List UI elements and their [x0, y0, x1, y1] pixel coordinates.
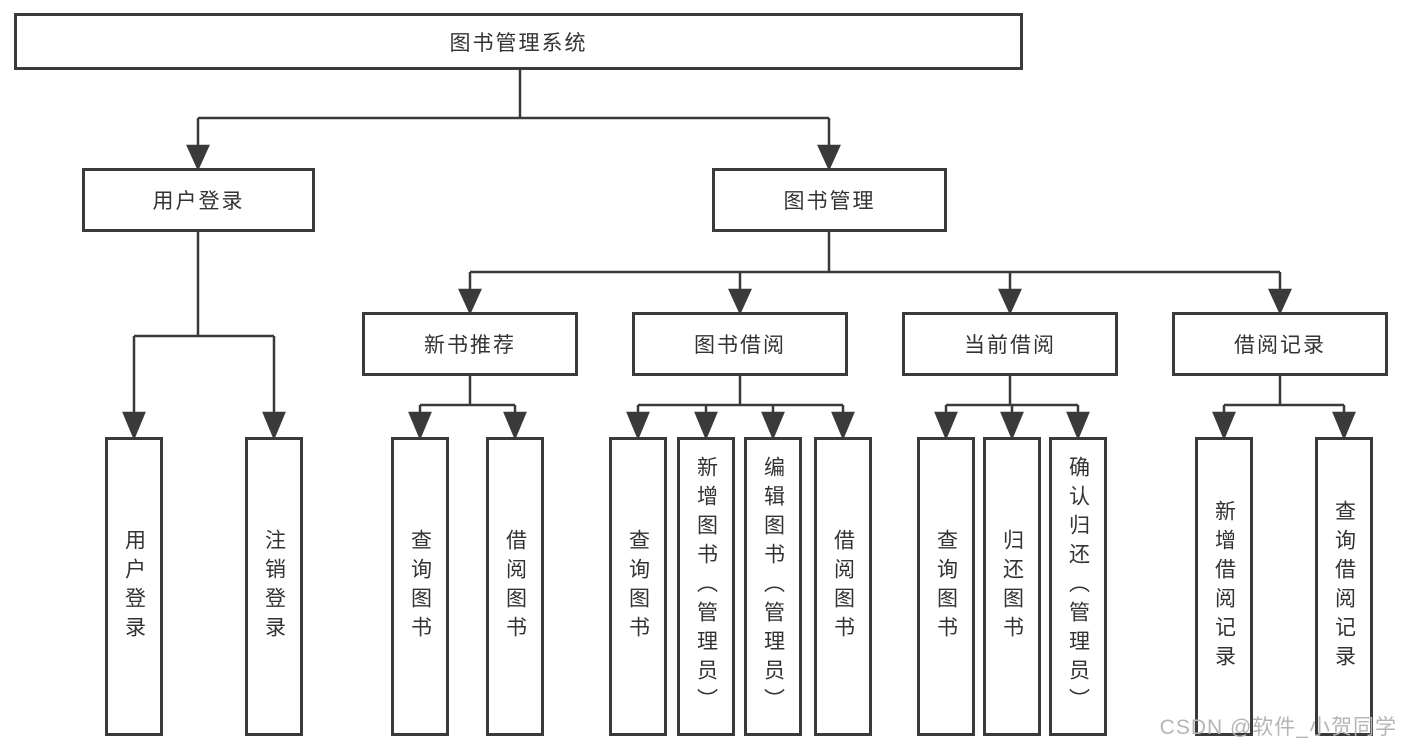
node-label: 查询图书	[626, 528, 650, 645]
connector-borrow-record-to-leaves	[1212, 376, 1356, 441]
node-current-borrow: 当前借阅	[902, 312, 1118, 376]
leaf-confirm-return-admin: 确认归还（管理员）	[1049, 437, 1107, 736]
csdn-watermark: CSDN @软件_小贺同学	[1159, 716, 1397, 739]
leaf-query-borrow-record: 查询借阅记录	[1315, 437, 1373, 736]
node-label: 借阅记录	[1234, 334, 1326, 357]
leaf-add-book-admin: 新增图书（管理员）	[677, 437, 735, 736]
node-label: 新书推荐	[424, 334, 516, 357]
node-label: 用户登录	[122, 528, 146, 645]
leaf-user-login: 用户登录	[105, 437, 163, 736]
node-label: 当前借阅	[964, 334, 1056, 357]
leaf-query-book-borrowsec: 查询图书	[609, 437, 667, 736]
node-label: 新增借阅记录	[1212, 499, 1236, 674]
leaf-borrow-book-new: 借阅图书	[486, 437, 544, 736]
leaf-query-book-current: 查询图书	[917, 437, 975, 736]
connector-root-to-level2	[186, 70, 841, 172]
node-label: 用户登录	[152, 190, 245, 213]
node-label: 查询图书	[934, 528, 958, 645]
node-label: 图书管理系统	[449, 31, 588, 55]
leaf-borrow-book: 借阅图书	[814, 437, 872, 736]
node-root: 图书管理系统	[14, 13, 1023, 70]
connector-user-login-to-leaves	[122, 232, 286, 441]
connector-book-borrow-to-leaves	[626, 376, 855, 441]
leaf-edit-book-admin: 编辑图书（管理员）	[744, 437, 802, 736]
leaf-add-borrow-record: 新增借阅记录	[1195, 437, 1253, 736]
node-label: 确认归还（管理员）	[1066, 456, 1090, 717]
node-user-login: 用户登录	[82, 168, 315, 232]
node-label: 归还图书	[1000, 528, 1024, 645]
node-label: 编辑图书（管理员）	[761, 456, 785, 717]
node-label: 注销登录	[262, 528, 286, 645]
node-label: 查询图书	[408, 528, 432, 645]
node-label: 图书借阅	[694, 334, 786, 357]
leaf-logout: 注销登录	[245, 437, 303, 736]
node-book-management: 图书管理	[712, 168, 947, 232]
node-label: 图书管理	[783, 190, 876, 213]
node-label: 借阅图书	[503, 528, 527, 645]
node-borrow-record: 借阅记录	[1172, 312, 1388, 376]
node-book-borrow: 图书借阅	[632, 312, 848, 376]
node-new-book-recommend: 新书推荐	[362, 312, 578, 376]
leaf-return-book: 归还图书	[983, 437, 1041, 736]
connector-current-borrow-to-leaves	[934, 376, 1090, 441]
node-label: 查询借阅记录	[1332, 499, 1356, 674]
connector-new-book-to-leaves	[408, 376, 527, 441]
node-label: 新增图书（管理员）	[694, 456, 718, 717]
node-label: 借阅图书	[831, 528, 855, 645]
leaf-query-book-new: 查询图书	[391, 437, 449, 736]
connector-book-management-to-level3	[458, 232, 1292, 316]
